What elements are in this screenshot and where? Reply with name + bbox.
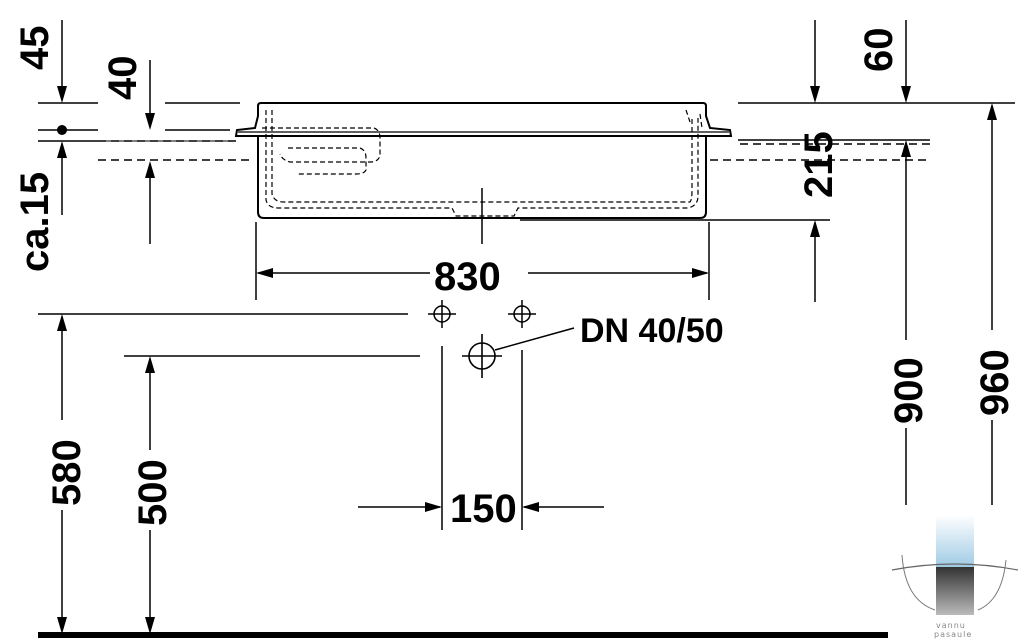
dim-215-label: 215: [797, 131, 841, 198]
datum-dot: [57, 125, 67, 135]
waste-outlet: [462, 334, 502, 378]
dimension-lines: [61, 20, 993, 630]
floor-line: [38, 632, 888, 638]
basin-hidden-lines: [262, 109, 703, 217]
watermark-logo: vannu pasaule: [888, 505, 1024, 642]
dim-60-label: 60: [857, 28, 901, 73]
dim-150-label: 150: [450, 487, 517, 531]
fixing-hole-left: [428, 300, 456, 328]
dashed-reference-lines: [98, 140, 930, 161]
dim-830-label: 830: [434, 255, 501, 299]
fixing-hole-right: [508, 300, 536, 328]
basin-outline: [234, 102, 733, 219]
watermark-line1: vannu: [936, 621, 966, 630]
dim-ca15-label: ca.15: [13, 172, 57, 272]
dim-500-label: 500: [131, 459, 175, 526]
dim-960-label: 960: [973, 349, 1017, 416]
dim-580-label: 580: [45, 439, 89, 506]
dim-dn-label: DN 40/50: [580, 312, 724, 350]
dim-900-label: 900: [887, 357, 931, 424]
dim-40-label: 40: [101, 56, 145, 101]
watermark-line2: pasaule: [934, 630, 972, 639]
extension-lines: [38, 102, 1015, 530]
dimension-arrows: [57, 86, 997, 634]
dim-45-label: 45: [13, 26, 57, 71]
